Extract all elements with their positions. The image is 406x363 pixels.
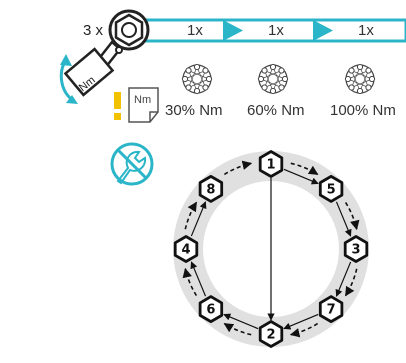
pass-percent-3: 100% Nm: [330, 102, 396, 119]
tightening-diagram: 1 5 3 7 2 6 4 8: [173, 150, 369, 348]
bolt-3: 3: [343, 235, 369, 263]
pass-arrow-1: [223, 20, 243, 41]
document-unit-label: Nm: [134, 94, 152, 106]
bolt-4: 4: [173, 235, 199, 263]
bolt-pattern-icon-3: [344, 63, 376, 95]
ring-direction-arrow: [223, 160, 253, 176]
bolt-pattern-icon-2: [257, 63, 289, 95]
torque-wrench-icon: [63, 40, 123, 97]
bolt-number: 8: [206, 182, 215, 197]
document-icon: [128, 87, 159, 123]
bolt-pattern-icon-1: [181, 63, 213, 95]
ring-direction-arrow: [223, 322, 252, 336]
bolt-5: 5: [318, 174, 344, 203]
rotation-arrow-icon: [59, 54, 78, 104]
bolt-6: 6: [198, 295, 224, 324]
ring-direction-arrow: [182, 267, 198, 297]
bolt-2: 2: [258, 320, 284, 348]
ring-direction-arrow: [289, 322, 319, 338]
pass-count-2: 1x: [268, 22, 284, 39]
bolt-number: 3: [351, 243, 360, 258]
sequence-line: [190, 201, 207, 237]
sequence-line: [223, 313, 259, 330]
ring-direction-arrow: [184, 201, 198, 230]
pass-percent-1: 30% Nm: [165, 102, 223, 119]
bolt-7: 7: [318, 295, 344, 324]
no-impact-wrench-icon: [110, 142, 154, 186]
pass-percent-2: 60% Nm: [247, 102, 305, 119]
repeat-label: 3 x: [83, 22, 104, 39]
bolt-number: 5: [327, 182, 336, 197]
ring-direction-arrow: [290, 162, 319, 176]
sequence-line: [283, 168, 319, 185]
bolt-number: 2: [266, 328, 275, 343]
sequence-line: [190, 261, 207, 297]
pass-count-1: 1x: [187, 22, 203, 39]
ring-direction-arrow: [344, 201, 360, 231]
bolt-number: 7: [327, 303, 336, 318]
ring-direction-arrow: [344, 268, 358, 297]
warning-icon: [114, 92, 121, 120]
sequence-line: [283, 313, 319, 330]
bolt-1: 1: [258, 150, 284, 178]
sequence-line: [335, 201, 352, 237]
pass-arrow-2: [313, 20, 333, 41]
pass-count-3: 1x: [358, 22, 374, 39]
bolt-number: 1: [266, 158, 275, 173]
ring-spanner-icon: [108, 9, 150, 51]
sequence-line: [335, 261, 352, 297]
bolt-number: 4: [181, 243, 190, 258]
bolt-8: 8: [198, 174, 224, 203]
bolt-number: 6: [206, 303, 215, 318]
